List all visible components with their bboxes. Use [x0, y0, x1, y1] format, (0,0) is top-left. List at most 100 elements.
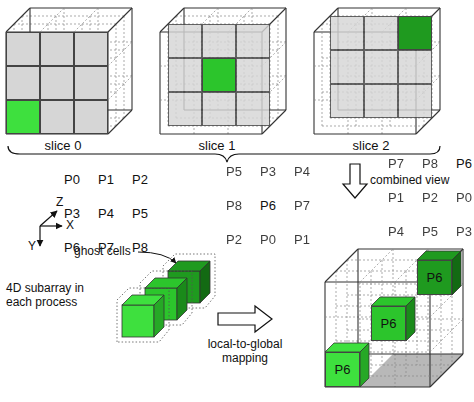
grid-line — [116, 24, 117, 126]
grid-line — [108, 110, 132, 134]
process-cell: P0 — [398, 50, 432, 84]
process-label: P0 — [260, 233, 276, 246]
process-cell: P2 — [364, 50, 398, 84]
leader-line — [138, 252, 176, 263]
process-label: P6 — [456, 157, 472, 170]
process-cell: P7 — [330, 16, 364, 50]
shaded-floor — [360, 354, 463, 387]
axis-x — [40, 225, 62, 226]
process-label: P1 — [388, 191, 404, 204]
process-label: P1 — [98, 173, 114, 186]
process-label: P7 — [388, 157, 404, 170]
subarray-cube — [122, 305, 154, 337]
grid-line — [360, 249, 393, 282]
process-cell: P6 — [6, 100, 40, 134]
process-cell: P1 — [40, 32, 74, 66]
axis-label: Y — [28, 240, 36, 254]
cube-side — [360, 343, 369, 387]
grid-line — [314, 133, 416, 134]
subarray-label: 4D subarray in each process — [6, 282, 106, 310]
process-label: P6 — [381, 317, 397, 330]
process-cell: P8 — [168, 58, 202, 92]
slice-grid: slice 2P7P8P6P1P2P0P4P5P3 — [314, 8, 440, 134]
cube-side — [406, 297, 415, 341]
axis-label: X — [66, 219, 74, 233]
process-cell: P7 — [40, 100, 74, 134]
process-cell: P6 — [325, 352, 360, 387]
process-label: P3 — [456, 225, 472, 238]
grid-line — [131, 8, 132, 110]
process-cell: P6 — [202, 58, 236, 92]
process-cell: P6 — [371, 306, 406, 341]
process-cell: P7 — [236, 58, 270, 92]
process-cell: P3 — [6, 66, 40, 100]
grid-line — [108, 76, 132, 100]
process-label: P2 — [422, 191, 438, 204]
process-label: P7 — [294, 199, 310, 212]
axis-z — [40, 211, 57, 226]
process-cell: P8 — [74, 100, 108, 134]
grid-line — [429, 282, 430, 387]
process-cell: P6 — [417, 260, 452, 295]
grid-line — [358, 248, 463, 249]
process-label: P8 — [422, 157, 438, 170]
grid-line — [124, 16, 125, 118]
grid-line — [357, 249, 358, 354]
process-label: P6 — [427, 271, 443, 284]
grid-line — [313, 32, 314, 134]
process-cell: P4 — [330, 84, 364, 118]
slice-label: slice 0 — [45, 138, 82, 153]
grid-line — [325, 281, 430, 282]
process-cell: P1 — [330, 50, 364, 84]
grid-line — [430, 354, 463, 387]
grid-line — [6, 8, 30, 32]
grid-line — [358, 353, 463, 354]
grid-line — [74, 8, 98, 32]
ghost-label: ghost cells — [74, 245, 131, 259]
process-label: P5 — [132, 207, 148, 220]
grid-line — [176, 16, 278, 17]
process-cell: P5 — [168, 24, 202, 58]
process-label: P6 — [260, 199, 276, 212]
grid-line — [338, 7, 440, 8]
process-cell: P4 — [40, 66, 74, 100]
grid-line — [439, 8, 440, 110]
block-arrow — [343, 164, 367, 198]
process-label: P8 — [132, 241, 148, 254]
grid-line — [285, 8, 286, 110]
grid-line — [322, 24, 323, 126]
process-cell: P3 — [202, 24, 236, 58]
slice-grid: slice 1P5P3P4P8P6P7P2P0P1 — [160, 8, 286, 134]
mapping-label: local-to-global mapping — [200, 338, 290, 366]
slice-label: slice 2 — [353, 138, 390, 153]
grid-line — [278, 16, 279, 118]
cube-side — [177, 278, 187, 320]
grid-line — [160, 133, 262, 134]
process-label: P3 — [260, 165, 276, 178]
grid-line — [430, 319, 463, 352]
process-label: P1 — [294, 233, 310, 246]
grid-line — [325, 249, 358, 282]
slice-label: slice 1 — [199, 138, 236, 153]
process-cell: P5 — [74, 66, 108, 100]
process-label: P2 — [132, 173, 148, 186]
grid-line — [22, 16, 124, 17]
process-label: P5 — [422, 225, 438, 238]
process-cell: P5 — [364, 84, 398, 118]
cube-side — [154, 295, 164, 337]
process-label: P8 — [226, 199, 242, 212]
process-cell: P3 — [398, 84, 432, 118]
axis-y — [39, 226, 40, 246]
process-label: P4 — [294, 165, 310, 178]
process-cell: P2 — [168, 92, 202, 126]
process-cell: P0 — [202, 92, 236, 126]
slice-grid: slice 0P0P1P2P3P4P5P6P7P8 — [6, 8, 132, 134]
grid-line — [14, 24, 116, 25]
process-cell: P1 — [236, 92, 270, 126]
block-arrow — [218, 306, 272, 332]
grid-line — [322, 126, 424, 127]
grid-line — [40, 8, 64, 32]
grid-line — [184, 7, 286, 8]
process-label: P6 — [335, 363, 351, 376]
process-label: P2 — [226, 233, 242, 246]
